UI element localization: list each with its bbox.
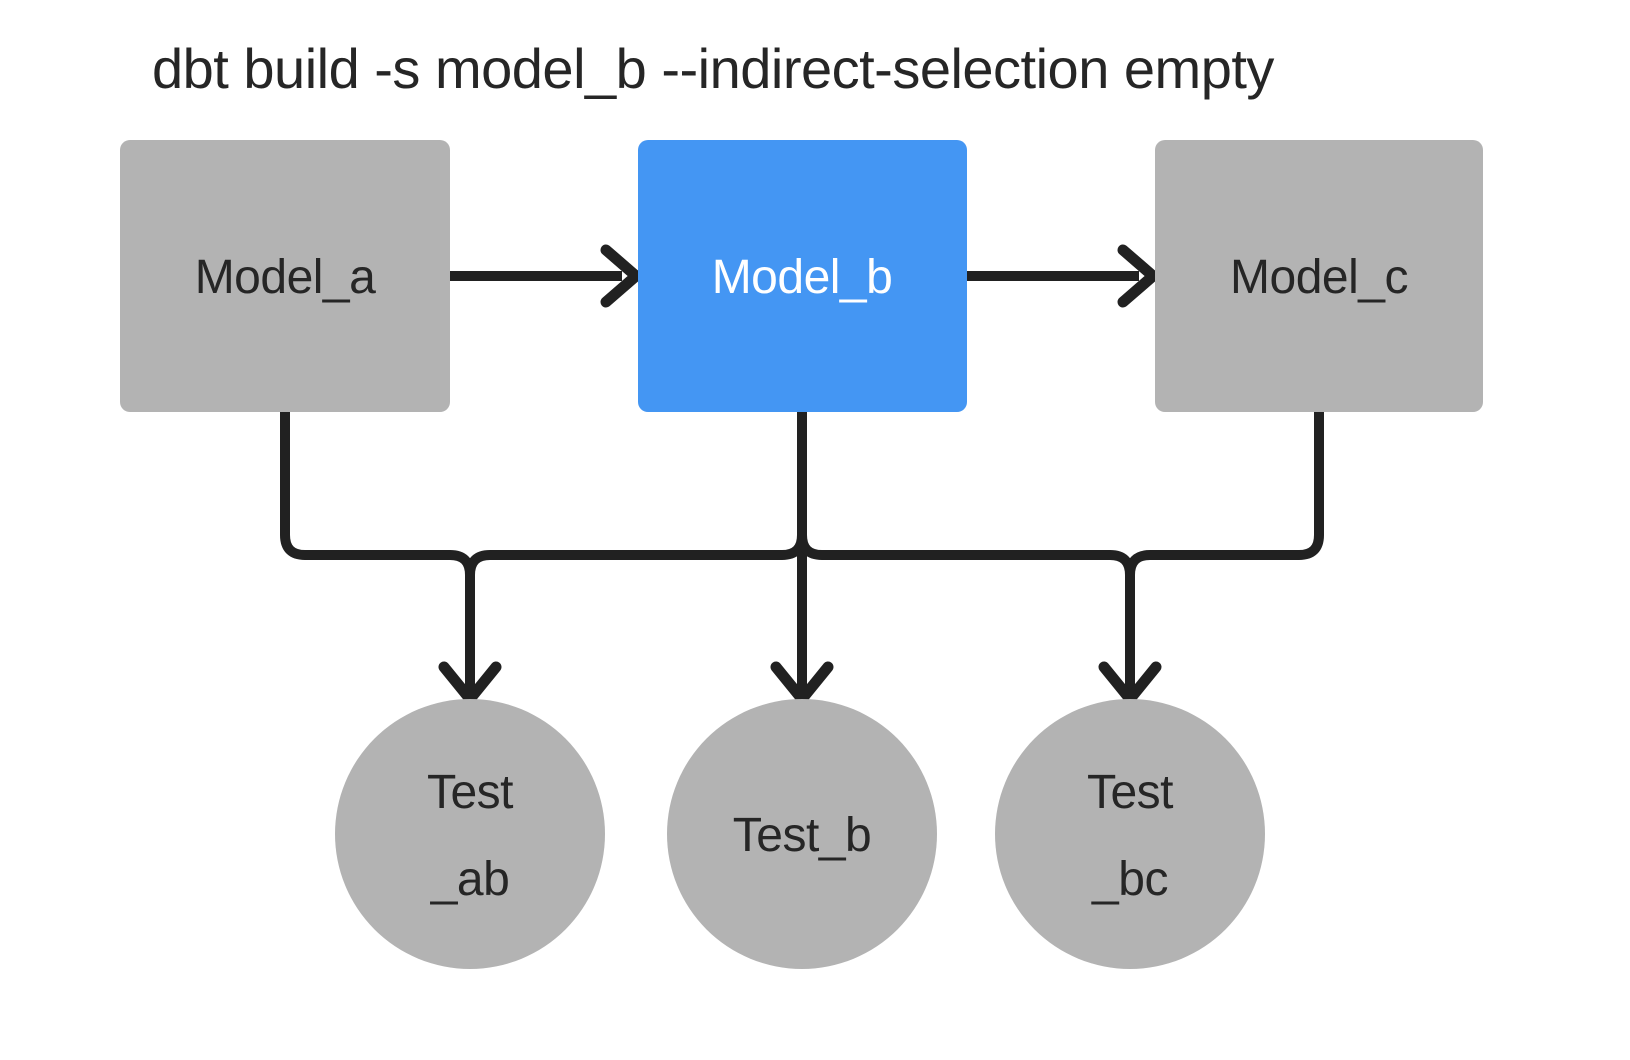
edge-model-b-to-test-ab bbox=[465, 412, 807, 695]
test-ab-label: Test _ab bbox=[427, 766, 513, 906]
model-b-node-selected bbox=[638, 140, 967, 412]
arrowhead-into-model-c-icon bbox=[1117, 244, 1162, 308]
edge-model-c-to-test-bc bbox=[1125, 412, 1324, 695]
model-b-label: Model_b bbox=[712, 251, 893, 304]
test-ab-label-line2: _ab bbox=[430, 853, 510, 906]
arrowhead-into-model-b-icon bbox=[600, 244, 645, 308]
test-b-label: Test_b bbox=[733, 809, 871, 862]
model-a-node bbox=[120, 140, 450, 412]
model-c-label: Model_c bbox=[1230, 251, 1408, 304]
test-bc-label: Test _bc bbox=[1087, 766, 1173, 906]
test-bc-node bbox=[995, 699, 1265, 969]
model-c-node bbox=[1155, 140, 1483, 412]
model-a-label: Model_a bbox=[195, 251, 376, 304]
test-ab-node bbox=[335, 699, 605, 969]
edge-model-b-to-test-bc bbox=[797, 412, 1135, 695]
test-bc-label-line2: _bc bbox=[1091, 853, 1168, 906]
test-b-node bbox=[667, 699, 937, 969]
diagram-title: dbt build -s model_b --indirect-selectio… bbox=[152, 37, 1274, 100]
edge-model-a-to-test-ab bbox=[280, 412, 475, 695]
test-ab-label-line1: Test bbox=[427, 766, 513, 819]
test-bc-label-line1: Test bbox=[1087, 766, 1173, 819]
